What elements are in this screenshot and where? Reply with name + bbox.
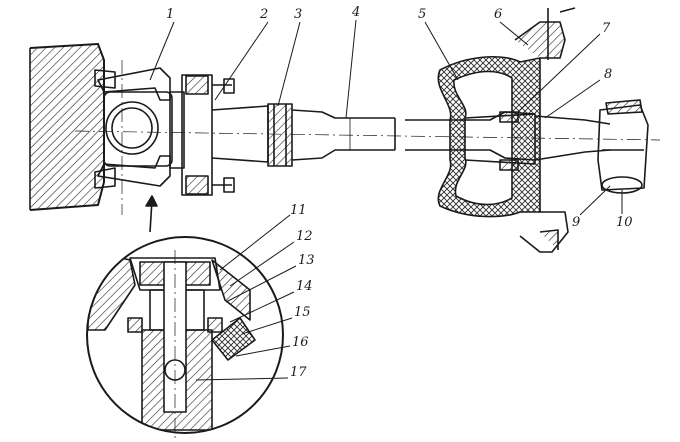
- callout-14: 14: [296, 279, 313, 294]
- callout-15: 15: [294, 305, 311, 320]
- propeller-shaft: [211, 103, 396, 167]
- callout-11: 11: [290, 203, 307, 218]
- output-shaft: [405, 111, 611, 171]
- callout-3: 3: [294, 7, 302, 22]
- leader-lines: [149, 19, 623, 381]
- callout-1: 1: [166, 7, 174, 22]
- callout-12: 12: [296, 229, 313, 244]
- detail-view: [86, 236, 284, 442]
- callout-13: 13: [298, 253, 315, 268]
- steering-arm: [597, 99, 649, 194]
- callout-7: 7: [602, 21, 611, 36]
- callout-8: 8: [604, 67, 612, 82]
- callout-6: 6: [494, 7, 502, 22]
- callout-16: 16: [292, 335, 309, 350]
- callout-10: 10: [616, 215, 633, 230]
- coupling-flange: [169, 74, 235, 196]
- callout-5: 5: [418, 7, 426, 22]
- universal-joint-yoke: [94, 67, 173, 189]
- gearbox-housing: [29, 43, 105, 211]
- callout-4: 4: [351, 5, 360, 20]
- callout-9: 9: [572, 215, 580, 230]
- detail-pointer-arrow: [145, 195, 158, 233]
- rubber-boot: [437, 55, 541, 218]
- callout-labels: 1 2 3 4 5 6 7 8 9 10 11 12 13 14 15 16 1…: [166, 5, 633, 380]
- callout-17: 17: [290, 365, 307, 380]
- axis-center-line: [74, 130, 661, 141]
- mounting-bracket: [514, 7, 576, 253]
- callout-2: 2: [259, 7, 268, 22]
